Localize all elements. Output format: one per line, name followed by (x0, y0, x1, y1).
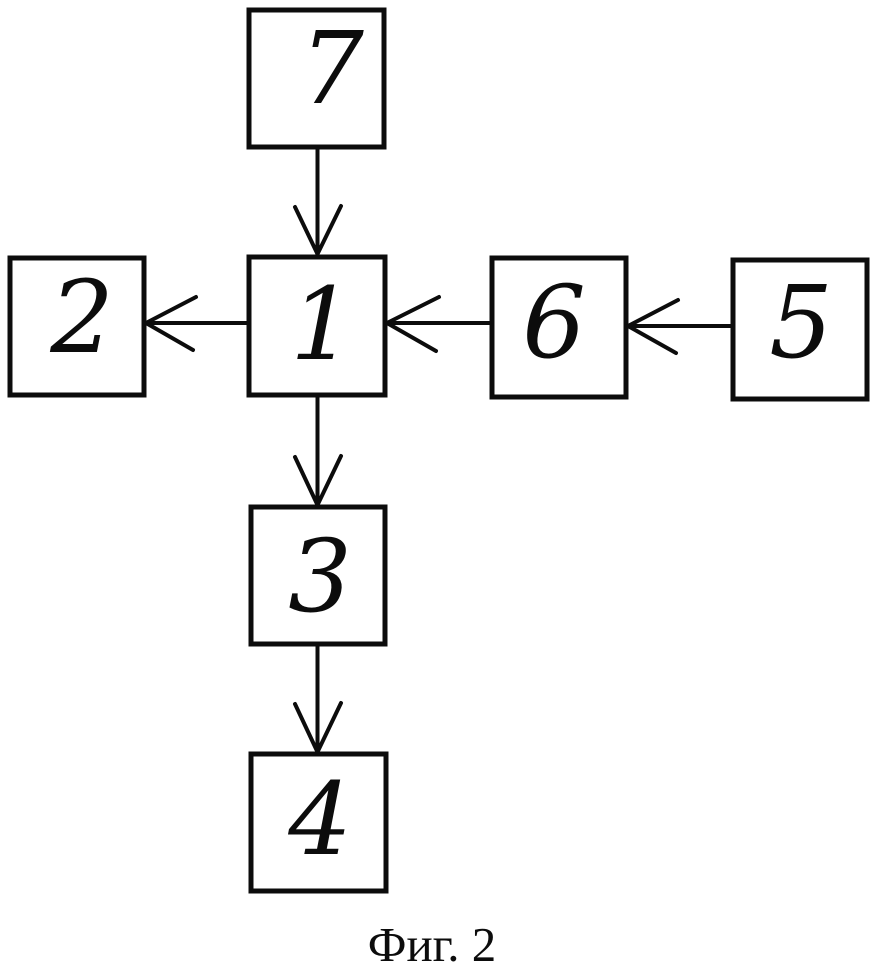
node-box-7 (246, 7, 387, 150)
figure-caption: Фиг. 2 (368, 917, 497, 968)
node-boxes (7, 7, 870, 894)
node-box-6 (489, 255, 629, 400)
node-labels: 7 2 1 6 5 3 4 (49, 10, 833, 878)
arrow-barb (315, 204, 343, 256)
node-label-3: 3 (288, 518, 352, 635)
node-box-3 (248, 504, 388, 647)
arrow-7-to-1 (293, 146, 343, 256)
node-box-4 (248, 751, 389, 894)
arrow-barb (144, 321, 195, 352)
arrow-barb (626, 324, 678, 355)
arrow-barb (293, 455, 320, 507)
arrow-barb (315, 454, 343, 507)
arrow-1-to-2 (144, 295, 250, 352)
arrow-barb (385, 295, 441, 325)
arrow-barb (293, 702, 320, 754)
arrow-6-to-1 (385, 295, 493, 353)
arrow-barb (626, 298, 680, 328)
arrow-barb (385, 321, 438, 353)
arrow-3-to-4 (293, 643, 343, 754)
node-label-6: 6 (522, 264, 586, 381)
arrow-barb (315, 701, 343, 754)
node-label-7: 7 (300, 10, 364, 127)
node-label-1: 1 (290, 266, 354, 383)
arrow-1-to-3 (293, 394, 343, 507)
node-label-4: 4 (287, 761, 352, 878)
node-box-5 (730, 257, 870, 402)
arrows (144, 146, 734, 754)
node-box-2 (7, 255, 147, 398)
node-label-5: 5 (769, 264, 833, 381)
arrow-5-to-6 (626, 298, 734, 355)
arrow-barb (293, 205, 320, 256)
node-label-2: 2 (49, 259, 114, 376)
arrow-barb (144, 295, 198, 325)
